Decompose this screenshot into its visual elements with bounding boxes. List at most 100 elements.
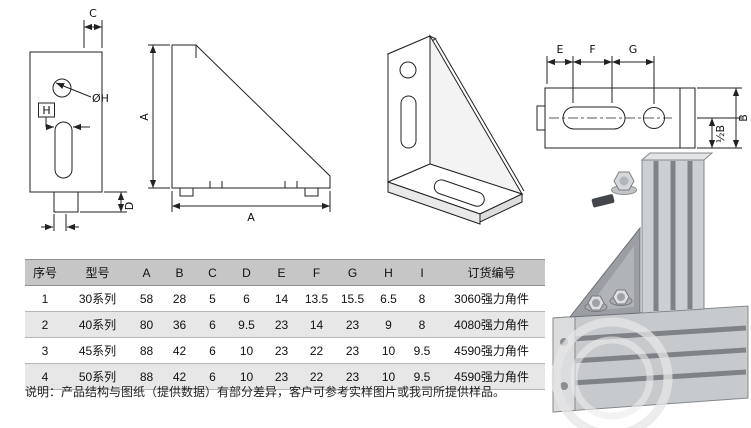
cell: 6 <box>196 363 229 390</box>
vertical-extrusion <box>640 152 714 314</box>
cell: 88 <box>130 363 163 390</box>
cell: 14 <box>264 285 299 312</box>
header-cell: B <box>163 259 196 286</box>
cell: 6 <box>196 337 229 364</box>
dim-tab-lines <box>41 214 79 231</box>
dim-a-horizontal-lines <box>171 191 331 212</box>
dim-label-e: E <box>557 43 564 56</box>
iso-base-slot <box>433 179 485 207</box>
table-row: 1 30系列 58 28 5 6 14 13.5 15.5 6.5 8 3060… <box>25 285 545 312</box>
cell: 4080强力角件 <box>438 311 545 338</box>
cell: 22 <box>299 363 334 390</box>
dim-label-b: B <box>737 114 750 122</box>
dim-h-lines <box>38 102 90 131</box>
header-cell: I <box>406 259 438 286</box>
bottom-tab <box>53 191 79 213</box>
cell: 4 <box>25 363 65 390</box>
cell: 80 <box>130 311 163 338</box>
vertical-slot <box>54 121 73 179</box>
cell: 23 <box>334 363 371 390</box>
header-cell: D <box>229 259 264 286</box>
iso-hole <box>399 61 417 79</box>
cell: 30系列 <box>65 285 130 312</box>
side-view-drawing <box>148 44 331 212</box>
cell: 50系列 <box>65 363 130 390</box>
cell: 6.5 <box>371 285 406 312</box>
cell: 10 <box>229 363 264 390</box>
table-header-row: 序号 型号 A B C D E F G H I 订货编号 <box>25 259 545 286</box>
cell: 36 <box>163 311 196 338</box>
counterbore-hole <box>52 78 72 98</box>
cell: 9.5 <box>406 337 438 364</box>
dim-d-lines <box>80 191 127 213</box>
note-text: 说明：产品结构与图纸（提供数据）有部分差异，客户可参考实样图片或我司所提供样品。 <box>25 385 506 399</box>
cell: 5 <box>196 285 229 312</box>
cell: 23 <box>334 337 371 364</box>
bracket-profile-outline <box>171 44 331 189</box>
front-view-drawing <box>29 20 127 231</box>
dim-label-a-horizontal: A <box>247 211 255 224</box>
header-cell: 序号 <box>25 259 65 286</box>
cell: 9.5 <box>229 311 264 338</box>
isometric-view-drawing <box>386 34 525 225</box>
table-row: 2 40系列 80 36 6 9.5 23 14 23 9 8 4080强力角件 <box>25 311 545 338</box>
cell: 3060强力角件 <box>438 285 545 312</box>
header-cell: F <box>299 259 334 286</box>
cell: 23 <box>264 337 299 364</box>
cell: 2 <box>25 311 65 338</box>
header-cell: H <box>371 259 406 286</box>
cell: 42 <box>163 337 196 364</box>
dim-a-vertical-lines <box>148 44 170 189</box>
cell: 58 <box>130 285 163 312</box>
dim-label-c: C <box>89 7 97 20</box>
cell: 4590强力角件 <box>438 363 545 390</box>
cell: 13.5 <box>299 285 334 312</box>
cell: 1 <box>25 285 65 312</box>
cell: 88 <box>130 337 163 364</box>
dim-b-lines <box>697 87 742 149</box>
cell: 8 <box>406 285 438 312</box>
dim-label-g: G <box>629 43 638 56</box>
dim-oh-leader <box>55 82 92 98</box>
dim-label-f: F <box>589 43 595 56</box>
header-cell: C <box>196 259 229 286</box>
cell: 15.5 <box>334 285 371 312</box>
cell: 45系列 <box>65 337 130 364</box>
cell: 10 <box>371 337 406 364</box>
dim-label-half-b: ½B <box>714 125 727 143</box>
cell: 4590强力角件 <box>438 337 545 364</box>
cell: 22 <box>299 337 334 364</box>
cell: 23 <box>264 363 299 390</box>
iso-vertical-slot <box>400 95 417 149</box>
cell: 40系列 <box>65 311 130 338</box>
cell: 9.5 <box>406 363 438 390</box>
cell: 3 <box>25 337 65 364</box>
top-view-drawing <box>536 56 742 149</box>
dim-c-lines <box>83 20 103 48</box>
header-cell: 型号 <box>65 259 130 286</box>
cell: 28 <box>163 285 196 312</box>
header-cell: 订货编号 <box>438 259 545 286</box>
foot-right <box>304 187 319 197</box>
table-row: 3 45系列 88 42 6 10 23 22 23 10 9.5 4590强力… <box>25 337 545 364</box>
table-row: 4 50系列 88 42 6 10 23 22 23 10 9.5 4590强力… <box>25 363 545 390</box>
cell: 42 <box>163 363 196 390</box>
header-cell: G <box>334 259 371 286</box>
cell: 23 <box>264 311 299 338</box>
cell: 10 <box>371 363 406 390</box>
cell: 6 <box>229 285 264 312</box>
dim-label-h: H <box>42 104 50 117</box>
cell: 23 <box>334 311 371 338</box>
cell: 14 <box>299 311 334 338</box>
cell: 10 <box>229 337 264 364</box>
cell: 9 <box>371 311 406 338</box>
top-view-tab <box>536 105 546 131</box>
product-photo <box>551 152 749 428</box>
watermark <box>551 317 673 428</box>
dim-label-oh: ØH <box>92 92 109 105</box>
foot-left <box>179 187 194 197</box>
iso-base-end-face <box>479 193 523 223</box>
fastener-hardware <box>591 171 637 208</box>
